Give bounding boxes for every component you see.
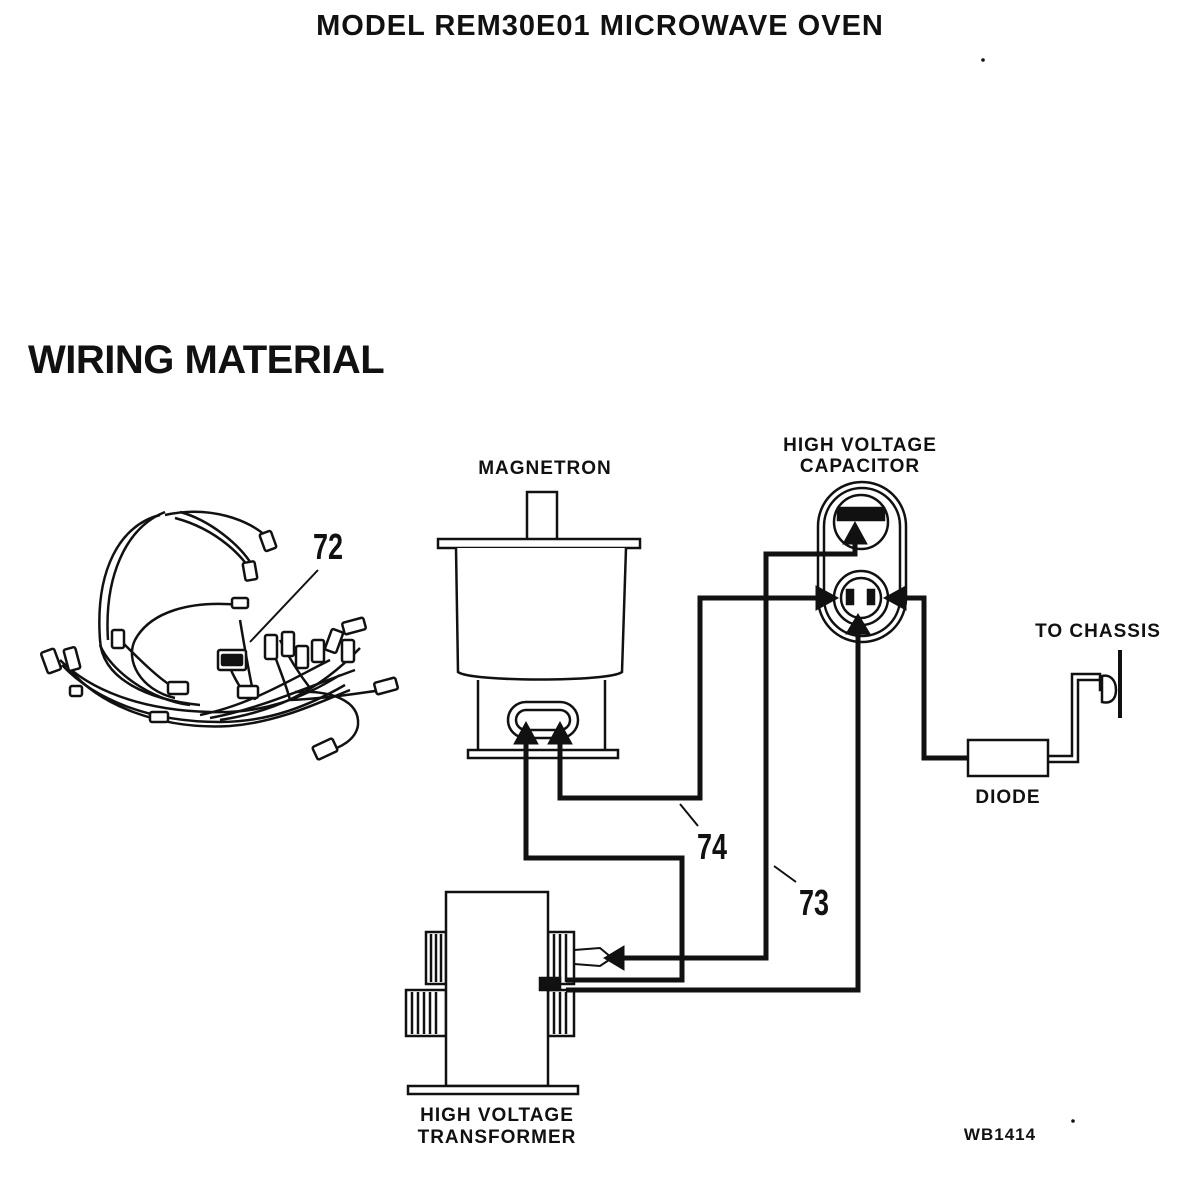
wire-filament bbox=[523, 742, 685, 983]
wiring-harness-drawing bbox=[59, 510, 386, 754]
callout-leader-74 bbox=[679, 803, 699, 827]
diode-drawing bbox=[966, 738, 1050, 778]
callout-73: 73 bbox=[799, 882, 830, 923]
chassis-drawing bbox=[1048, 650, 1122, 764]
magnetron-label: MAGNETRON bbox=[478, 458, 612, 479]
wire-73 bbox=[612, 540, 858, 961]
drawing-code: WB1414 bbox=[963, 1125, 1037, 1144]
print-speck bbox=[981, 58, 985, 62]
to-chassis-label: TO CHASSIS bbox=[1035, 621, 1161, 642]
connector-arrowheads bbox=[513, 520, 907, 971]
print-speck bbox=[1071, 1119, 1075, 1123]
magnetron-drawing bbox=[436, 490, 642, 760]
transformer-label-line2: TRANSFORMER bbox=[417, 1127, 577, 1148]
capacitor-drawing bbox=[816, 480, 908, 644]
transformer-label-line1: HIGH VOLTAGE bbox=[420, 1105, 574, 1126]
section-title: WIRING MATERIAL bbox=[28, 338, 385, 382]
callout-leader-72 bbox=[249, 569, 319, 643]
capacitor-label-line1: HIGH VOLTAGE bbox=[783, 435, 937, 456]
model-title: MODEL REM30E01 MICROWAVE OVEN bbox=[316, 10, 884, 42]
harness-connectors bbox=[39, 529, 399, 761]
callout-74: 74 bbox=[697, 826, 728, 867]
wire-capacitor-to-transformer bbox=[566, 628, 861, 993]
diode-label: DIODE bbox=[975, 787, 1041, 808]
wire-74 bbox=[557, 595, 818, 801]
callout-72: 72 bbox=[313, 526, 344, 567]
transformer-drawing bbox=[404, 890, 580, 1096]
callout-leader-73 bbox=[773, 865, 797, 883]
capacitor-label-line2: CAPACITOR bbox=[799, 456, 921, 477]
wire-capacitor-to-diode bbox=[902, 595, 968, 761]
